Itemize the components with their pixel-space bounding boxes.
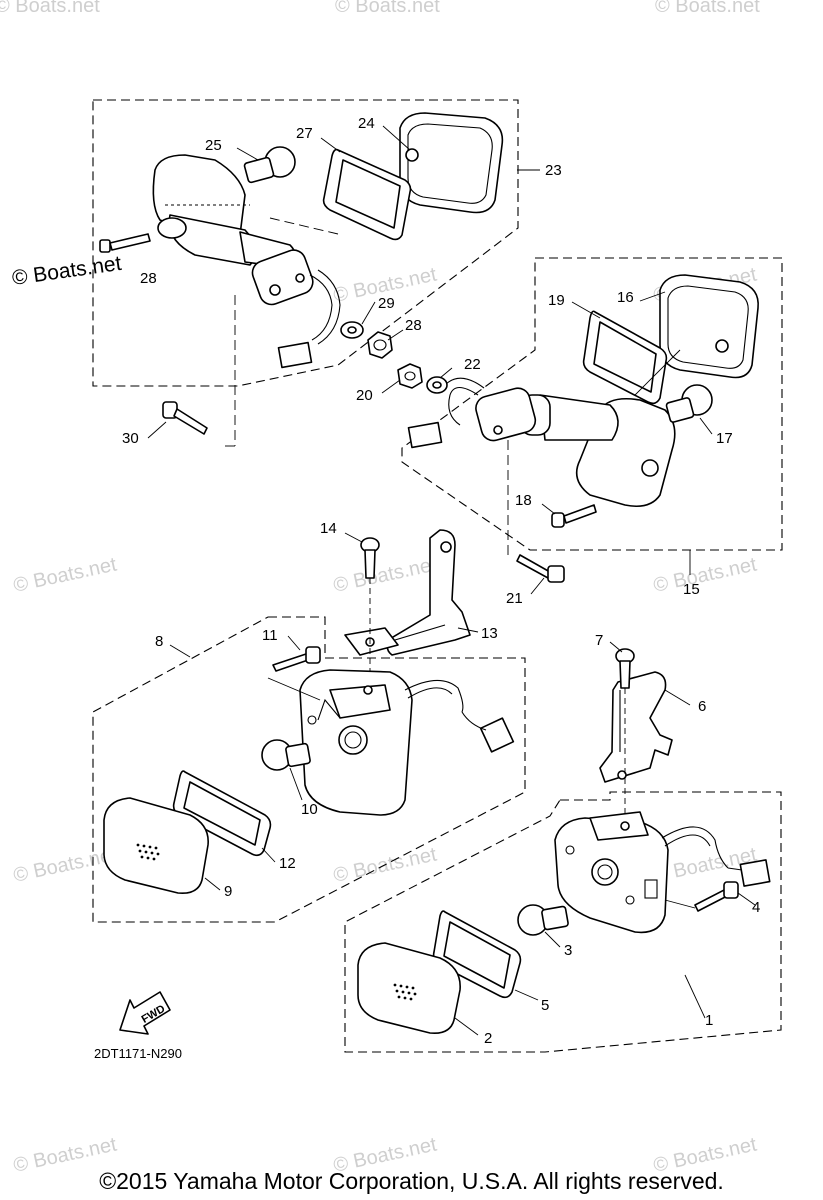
bulb-17 xyxy=(665,384,713,423)
callout-20: 20 xyxy=(356,387,373,404)
watermark: © Boats.net xyxy=(335,0,440,17)
watermark: © Boats.net xyxy=(11,843,119,886)
lens-16 xyxy=(659,274,759,379)
bracket-13 xyxy=(386,529,471,656)
lens-9-texture xyxy=(136,843,160,861)
assembly-15-outline xyxy=(401,257,783,551)
screw-4 xyxy=(694,881,739,912)
watermark: © Boats.net xyxy=(11,553,119,596)
callout-17: 17 xyxy=(716,430,733,447)
washer-29 xyxy=(340,321,364,339)
bracket-6 xyxy=(599,671,673,783)
washer-22 xyxy=(426,376,448,394)
leader-lines xyxy=(147,125,756,1036)
plate-13-base xyxy=(344,627,399,656)
callout-21: 21 xyxy=(506,590,523,607)
callout-7: 7 xyxy=(595,632,603,649)
callout-27: 27 xyxy=(296,125,313,142)
callout-29: 29 xyxy=(378,295,395,312)
callout-8: 8 xyxy=(155,633,163,650)
screw-18 xyxy=(551,504,597,528)
callout-10: 10 xyxy=(301,801,318,818)
gasket-19 xyxy=(582,310,668,405)
gasket-27 xyxy=(322,148,412,241)
lens-24 xyxy=(399,112,504,214)
bulb-10 xyxy=(261,739,311,771)
nut-28 xyxy=(367,331,393,359)
lens-2-texture xyxy=(393,983,417,1001)
lens-9 xyxy=(103,797,209,895)
housing-1 xyxy=(554,811,771,934)
callout-19: 19 xyxy=(548,292,565,309)
housing-8 xyxy=(299,669,515,816)
bulb-3 xyxy=(517,904,569,936)
callout-28-upper: 28 xyxy=(140,270,157,287)
callout-28: 28 xyxy=(405,317,422,334)
callout-18: 18 xyxy=(515,492,532,509)
watermark: © Boats.net xyxy=(651,553,759,596)
screw-21 xyxy=(516,554,565,583)
callout-16: 16 xyxy=(617,289,634,306)
callout-2: 2 xyxy=(484,1030,492,1047)
turn-signal-housing-15 xyxy=(407,377,676,508)
gasket-5 xyxy=(432,910,522,999)
callout-15: 15 xyxy=(683,581,700,598)
callout-23: 23 xyxy=(545,162,562,179)
screw-30 xyxy=(162,401,208,435)
callout-24: 24 xyxy=(358,115,375,132)
callout-22: 22 xyxy=(464,356,481,373)
watermark: © Boats.net xyxy=(331,553,439,596)
callout-4: 4 xyxy=(752,899,760,916)
gasket-12 xyxy=(172,770,272,857)
fwd-arrow-icon: FWD xyxy=(119,991,171,1035)
callout-13: 13 xyxy=(481,625,498,642)
screw-11 xyxy=(272,646,321,672)
callout-numbers: 25 27 24 23 28 29 28 30 19 16 17 22 20 1… xyxy=(122,115,760,1047)
assembly-8-outline xyxy=(92,616,526,923)
nut-20 xyxy=(397,363,423,389)
assembly-1-outline xyxy=(344,791,782,1053)
callout-30: 30 xyxy=(122,430,139,447)
callout-11: 11 xyxy=(262,627,278,644)
drawing-code: 2DT1171-N290 xyxy=(94,1046,182,1061)
screw-7 xyxy=(615,648,635,689)
turn-signal-housing-23 xyxy=(152,154,341,369)
callout-25: 25 xyxy=(205,137,222,154)
callout-9: 9 xyxy=(224,883,232,900)
callout-5: 5 xyxy=(541,997,549,1014)
screw-14 xyxy=(360,537,380,579)
callout-14: 14 xyxy=(320,520,337,537)
bulb-25 xyxy=(243,146,296,184)
assembly-23-outline xyxy=(92,99,519,387)
lens-2 xyxy=(357,942,461,1035)
callout-12: 12 xyxy=(279,855,296,872)
callout-1: 1 xyxy=(705,1012,713,1029)
callout-3: 3 xyxy=(564,942,572,959)
watermark: © Boats.net xyxy=(0,0,100,17)
watermark: © Boats.net xyxy=(655,0,760,17)
copyright-notice: ©2015 Yamaha Motor Corporation, U.S.A. A… xyxy=(99,1168,724,1194)
screw-26 xyxy=(99,233,151,253)
callout-6: 6 xyxy=(698,698,706,715)
